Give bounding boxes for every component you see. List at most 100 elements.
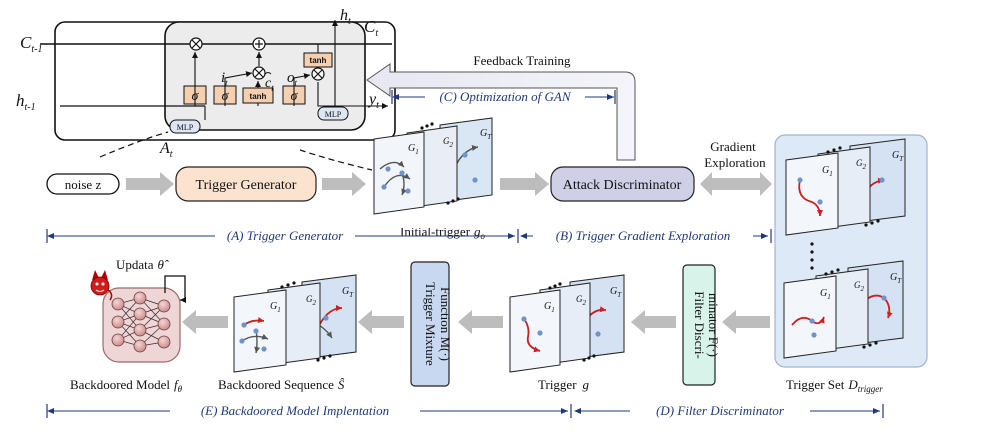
h-top-label: ht: [340, 7, 351, 27]
section-c-label: (C) Optimization of GAN: [439, 89, 571, 104]
trigger-g-dots: [548, 282, 596, 362]
svg-text:G2: G2: [854, 280, 865, 293]
gradient-label-2: Exploration: [704, 155, 766, 170]
h-prev-label: ht-1: [16, 91, 36, 113]
seq-dots: [280, 281, 332, 362]
trigger-mixture-node: Trigger Mixture Function M(·): [410, 261, 453, 387]
trigger-generator-node: Trigger Generator: [175, 166, 317, 202]
filter-discriminator-node: Filter Discri- minator F(·): [682, 264, 721, 386]
section-c-label-bg: [425, 90, 585, 104]
mlp-input-box: MLP: [169, 119, 201, 134]
svg-text:tanh: tanh: [250, 92, 267, 101]
feedback-arrow: [366, 63, 636, 161]
svg-text:GT: GT: [610, 286, 622, 299]
update-loop-arrow: [164, 275, 186, 303]
gray-arrow-initial-to-attack: [500, 172, 549, 196]
set-vertical-dots: [810, 242, 814, 270]
output-multiply-icon: [311, 67, 325, 81]
noise-node: noise z: [46, 173, 120, 195]
i-gate-label: it: [221, 70, 228, 88]
set-bottom-g1: G1: [783, 275, 837, 359]
svg-text:GT: GT: [892, 150, 904, 163]
feedback-label: Feedback Training: [473, 53, 571, 68]
svg-text:MLP: MLP: [177, 123, 194, 132]
funnel-right-dash: [299, 149, 373, 171]
gray-arrow-filter-to-trigger: [631, 310, 676, 334]
svg-text:G1: G1: [270, 301, 281, 314]
devil-icon: [90, 270, 113, 301]
gray-arrow-generator-to-initial: [322, 172, 366, 196]
gray-arrow-noise-to-generator: [126, 172, 174, 196]
card-g1: G1: [373, 131, 425, 215]
add-icon: [252, 37, 266, 51]
c-out-label: Ct: [364, 17, 378, 39]
spacer: [395, 226, 515, 228]
section-e-label: (E) Backdoored Model Implentation: [201, 403, 389, 418]
svg-text:G1: G1: [820, 288, 831, 301]
svg-text:Filter Discri-: Filter Discri-: [692, 291, 707, 359]
svg-text:Trigger Mixture: Trigger Mixture: [423, 282, 438, 366]
initial-trigger-cards: GT G2 G1: [373, 117, 493, 215]
trigger-card-g1: G1: [509, 289, 561, 373]
c-tilde-accent: [264, 72, 272, 75]
backdoored-model-network: [90, 270, 186, 363]
svg-text:G1: G1: [822, 165, 833, 178]
svg-text:tanh: tanh: [310, 56, 327, 65]
gray-double-arrow-gradient: [700, 172, 772, 196]
cell-tanh: tanh: [303, 52, 333, 68]
seq-card-g1: G1: [233, 289, 287, 373]
attack-discriminator-node: Attack Discriminator: [550, 166, 695, 202]
set-top-dots: [826, 146, 880, 227]
svg-text:GT: GT: [342, 286, 354, 299]
gray-arrow-mixture-to-sequence: [358, 310, 404, 334]
forget-multiply-icon: [189, 37, 203, 51]
svg-text:noise z: noise z: [65, 177, 102, 192]
backdoored-sequence-cards: GT G2 G1: [233, 274, 357, 373]
svg-text:GT: GT: [480, 128, 492, 141]
section-d-label: (D) Filter Discriminator: [656, 403, 785, 418]
a-in-label: At: [159, 140, 173, 160]
section-a-label-bg: [215, 228, 355, 243]
svg-text:MLP: MLP: [325, 110, 342, 119]
section-b-label-bg: [533, 228, 753, 243]
svg-text:Attack Discriminator: Attack Discriminator: [563, 178, 682, 193]
set-bottom-dots: [824, 268, 878, 349]
section-d-label-bg: [630, 403, 810, 418]
c-prev-label: Ct-1: [20, 33, 42, 55]
svg-text:G2: G2: [856, 158, 867, 171]
lstm-cell: σ σ tanh σ tanh: [16, 7, 396, 171]
svg-text:G2: G2: [576, 294, 587, 307]
input-multiply-icon: [252, 66, 266, 80]
section-e-label-bg: [170, 403, 420, 418]
section-a-label: (A) Trigger Generator: [227, 228, 344, 243]
set-top-g1: G1: [785, 152, 839, 236]
trigger-g-cards: GT G2 G1: [509, 274, 625, 373]
svg-text:Trigger Generator: Trigger Generator: [196, 178, 297, 193]
svg-text:G2: G2: [443, 136, 454, 149]
c-tilde-label: ct: [265, 76, 274, 93]
ellipsis-dots: [420, 122, 460, 205]
gray-arrow-trigger-to-mixture: [458, 310, 503, 334]
trigger-set-panel: GT G2 G1 GT: [774, 134, 928, 368]
svg-text:Function M(·): Function M(·): [438, 287, 453, 361]
section-b-label: (B) Trigger Gradient Exploration: [556, 228, 730, 243]
network-neurons: [111, 291, 171, 353]
svg-text:GT: GT: [890, 272, 902, 285]
gradient-label-1: Gradient: [710, 139, 756, 154]
gray-arrow-set-to-filter: [722, 310, 770, 334]
svg-text:G1: G1: [544, 301, 555, 314]
y-out-label: yt: [367, 91, 379, 111]
svg-text:G1: G1: [408, 143, 419, 156]
lstm-connectors: [195, 20, 388, 120]
gray-arrow-sequence-to-model: [182, 310, 228, 334]
mlp-output-box: MLP: [317, 106, 349, 121]
svg-text:minator F(·): minator F(·): [706, 293, 721, 357]
svg-text:G2: G2: [306, 294, 317, 307]
o-gate-label: ot: [287, 70, 298, 88]
